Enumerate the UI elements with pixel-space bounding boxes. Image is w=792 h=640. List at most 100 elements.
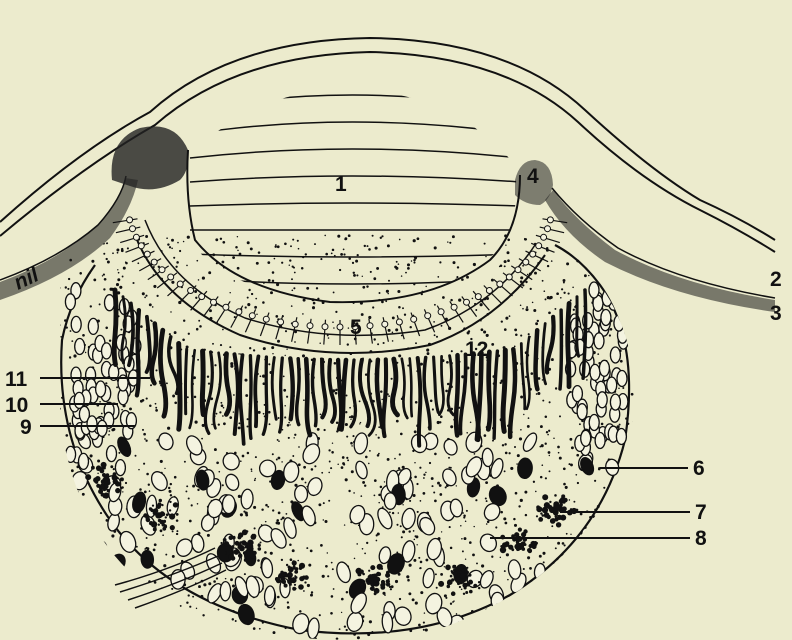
stipple-dot — [435, 573, 437, 575]
stipple-dot — [447, 241, 448, 242]
stipple-dot — [539, 555, 542, 558]
ganglion-granule — [93, 477, 99, 483]
pigment-rod — [250, 356, 251, 439]
retinal-cell-body — [382, 321, 388, 327]
stipple-dot — [222, 484, 224, 486]
stipple-dot — [191, 504, 193, 506]
cell-nucleus — [612, 577, 628, 598]
stipple-dot — [65, 463, 68, 466]
stipple-dot — [429, 462, 431, 464]
cell-nucleus — [88, 318, 98, 334]
stipple-dot — [573, 309, 575, 311]
ganglion-granule — [143, 513, 147, 517]
stipple-dot — [445, 486, 447, 488]
stipple-dot — [505, 522, 508, 525]
stipple-dot — [310, 550, 313, 553]
stipple-dot — [135, 455, 137, 457]
ganglion-granule — [536, 515, 538, 517]
cell-nucleus — [79, 453, 89, 469]
stipple-dot — [456, 624, 458, 626]
stipple-dot — [176, 533, 178, 535]
stipple-dot — [527, 425, 530, 428]
pigment-rod — [202, 351, 203, 415]
stipple-dot — [589, 567, 591, 569]
retinal-cell-body — [475, 294, 481, 300]
stipple-dot — [167, 427, 170, 430]
stipple-dot — [247, 297, 249, 299]
stipple-dot — [500, 557, 501, 558]
stipple-dot — [563, 483, 566, 486]
stipple-dot — [234, 280, 236, 282]
stipple-dot — [118, 611, 120, 613]
stipple-dot — [70, 330, 72, 332]
stipple-dot — [311, 591, 313, 593]
stipple-dot — [262, 301, 265, 304]
retinal-cell-line — [536, 235, 560, 242]
stipple-dot — [325, 565, 328, 568]
stipple-dot — [360, 302, 363, 305]
stipple-dot — [291, 305, 293, 307]
stipple-dot — [319, 614, 321, 616]
stipple-dot — [162, 602, 164, 604]
retinal-cell-body — [541, 234, 547, 240]
stipple-dot — [434, 334, 436, 336]
cell-nucleus — [614, 315, 624, 331]
stipple-dot — [440, 415, 443, 418]
ganglion-granule — [438, 581, 444, 587]
stipple-dot — [272, 509, 274, 511]
ganglion-granule — [473, 584, 477, 588]
stipple-dot — [350, 632, 352, 634]
stipple-dot — [182, 339, 185, 342]
stipple-dot — [373, 338, 375, 340]
stipple-dot — [172, 555, 175, 558]
stipple-dot — [563, 292, 565, 294]
stipple-dot — [160, 460, 163, 463]
stipple-dot — [451, 350, 453, 352]
pigment-rod — [577, 297, 579, 357]
ganglion-granule — [159, 499, 162, 502]
stipple-dot — [634, 354, 636, 356]
stipple-dot — [602, 581, 605, 584]
stipple-dot — [339, 628, 341, 630]
stipple-dot — [407, 267, 410, 270]
stipple-dot — [101, 555, 103, 557]
stipple-dot — [441, 531, 442, 532]
stipple-dot — [274, 245, 276, 247]
stipple-dot — [306, 287, 309, 290]
stipple-dot — [77, 491, 78, 492]
stipple-dot — [330, 612, 333, 615]
stipple-dot — [223, 255, 224, 256]
cell-nucleus — [534, 593, 555, 618]
ganglion-granule — [170, 525, 175, 530]
stipple-dot — [389, 511, 391, 513]
retinal-cell-line — [139, 259, 161, 271]
stipple-dot — [353, 633, 356, 636]
cell-nucleus — [422, 568, 436, 589]
stipple-dot — [545, 614, 548, 617]
stipple-dot — [165, 554, 167, 556]
stipple-dot — [622, 280, 625, 283]
stipple-dot — [142, 292, 145, 295]
stipple-dot — [99, 303, 101, 305]
stipple-dot — [181, 621, 183, 623]
ganglion-granule — [121, 486, 123, 488]
stipple-dot — [594, 508, 597, 511]
cell-nucleus — [575, 580, 590, 600]
retinal-cell-body — [307, 323, 313, 329]
stipple-dot — [556, 558, 559, 561]
stipple-dot — [518, 505, 520, 507]
pigment-rod — [521, 344, 524, 409]
stipple-dot — [314, 243, 316, 245]
stipple-dot — [83, 602, 85, 604]
stipple-dot — [61, 397, 63, 399]
stipple-dot — [235, 246, 238, 249]
stipple-dot — [556, 627, 558, 629]
ganglion-granule — [377, 564, 383, 570]
stipple-dot — [523, 622, 526, 625]
stipple-dot — [348, 490, 350, 492]
stipple-dot — [508, 452, 510, 454]
stipple-dot — [579, 543, 581, 545]
stipple-dot — [370, 271, 372, 273]
stipple-dot — [532, 302, 534, 304]
